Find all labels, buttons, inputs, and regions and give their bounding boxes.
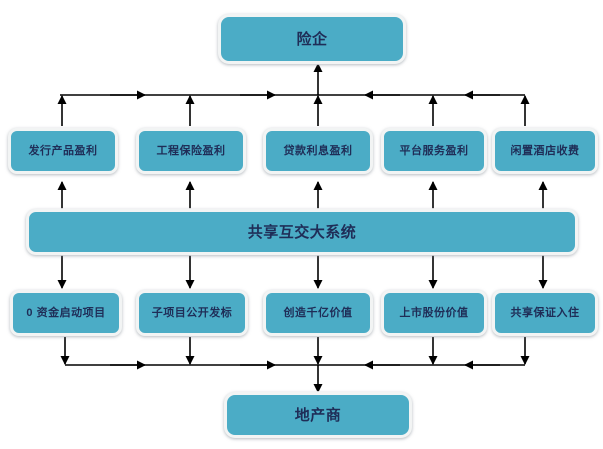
node-profit-2-label: 工程保险盈利 [156,144,226,157]
node-value-3[interactable]: 创造千亿价值 [263,290,373,336]
node-insurance-company[interactable]: 险企 [218,14,406,64]
node-profit-4[interactable]: 平台服务盈利 [381,128,487,174]
node-profit-5[interactable]: 闲置酒店收费 [492,128,598,174]
node-value-2-label: 子项目公开发标 [151,306,233,319]
node-profit-4-label: 平台服务盈利 [399,144,469,157]
node-real-estate-developer-label: 地产商 [294,406,342,424]
node-value-1[interactable]: 0 资金启动项目 [10,290,122,336]
node-value-5[interactable]: 共享保证入住 [492,290,598,336]
node-value-3-label: 创造千亿价值 [283,306,353,319]
node-shared-system-label: 共享互交大系统 [247,223,357,241]
node-value-4-label: 上市股份价值 [399,306,469,319]
node-profit-1[interactable]: 发行产品盈利 [8,128,118,174]
node-profit-1-label: 发行产品盈利 [28,144,98,157]
node-profit-3-label: 贷款利息盈利 [283,144,353,157]
node-shared-system[interactable]: 共享互交大系统 [26,209,578,255]
node-value-5-label: 共享保证入住 [510,306,580,319]
node-real-estate-developer[interactable]: 地产商 [224,392,412,438]
node-profit-2[interactable]: 工程保险盈利 [136,128,246,174]
node-value-2[interactable]: 子项目公开发标 [136,290,248,336]
node-value-4[interactable]: 上市股份价值 [381,290,487,336]
node-profit-5-label: 闲置酒店收费 [510,144,580,157]
node-value-1-label: 0 资金启动项目 [26,306,106,319]
node-insurance-company-label: 险企 [296,30,328,48]
node-profit-3[interactable]: 贷款利息盈利 [263,128,373,174]
